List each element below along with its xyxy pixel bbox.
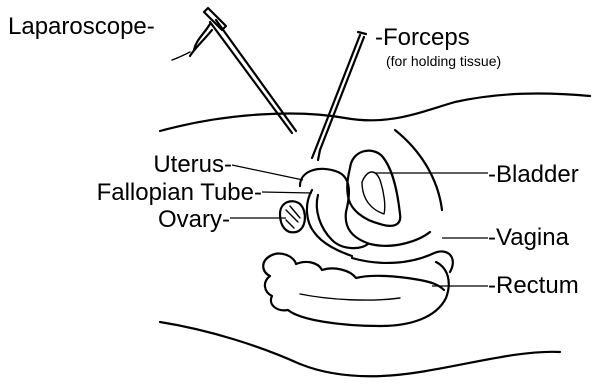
forceps-instrument xyxy=(312,32,366,160)
rectum-shape xyxy=(263,254,449,326)
fallopian-tube-leader-line xyxy=(262,192,312,193)
ovary-shape xyxy=(280,201,305,232)
uterus-label: Uterus- xyxy=(153,151,232,178)
laparoscope xyxy=(172,8,296,133)
body-fold-line xyxy=(395,130,442,210)
abdominal-wall-outline xyxy=(160,94,590,131)
uterus-leader-line xyxy=(232,165,303,180)
bladder-shape xyxy=(347,151,400,226)
fallopian-tube-label: Fallopian Tube- xyxy=(97,179,262,206)
vagina-label: -Vagina xyxy=(488,224,570,251)
ovary-label: Ovary- xyxy=(158,206,230,233)
uterus-shape xyxy=(300,169,430,256)
forceps-note-label: (for holding tissue) xyxy=(386,53,501,69)
forceps-label: -Forceps xyxy=(375,24,470,51)
rectum-label: -Rectum xyxy=(488,272,579,299)
laparoscope-label: Laparoscope- xyxy=(8,13,155,40)
bladder-label: -Bladder xyxy=(488,161,579,188)
lower-body-outline xyxy=(160,322,560,376)
